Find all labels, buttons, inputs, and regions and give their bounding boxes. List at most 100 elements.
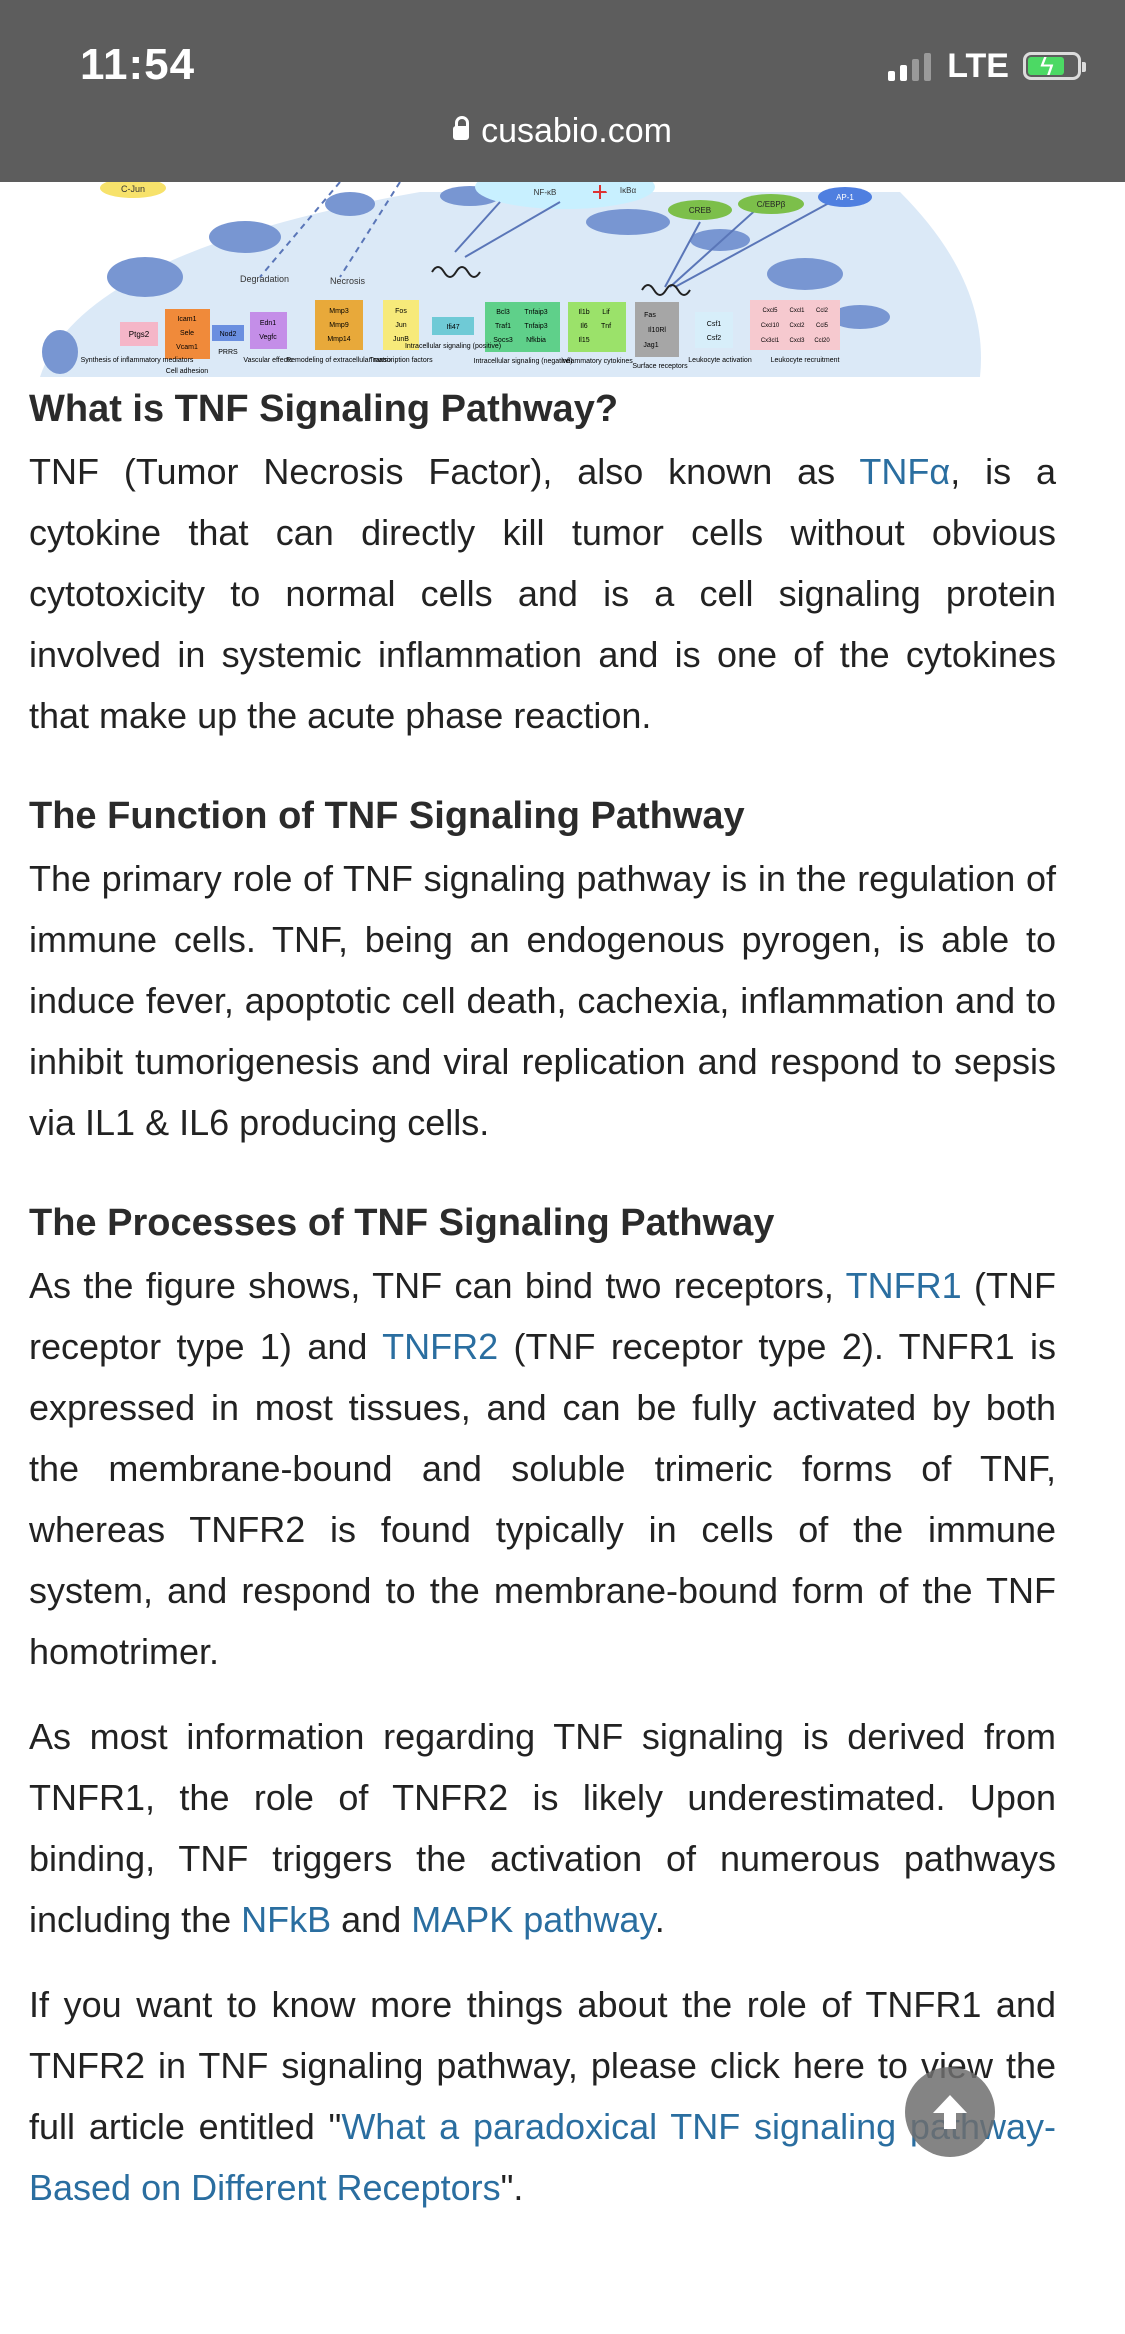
url-bar[interactable]: cusabio.com	[0, 112, 1125, 151]
arrow	[454, 201, 501, 253]
gene-box-ifi47	[432, 317, 474, 335]
svg-text:Cxcl1: Cxcl1	[789, 308, 805, 314]
svg-text:Csf1: Csf1	[707, 321, 722, 328]
text: As the figure shows, TNF can bind two re…	[29, 1265, 846, 1306]
arrow	[664, 221, 701, 288]
gene-box-bcl3	[485, 302, 560, 352]
battery-charging-icon: ϟ	[1023, 51, 1086, 81]
text: If you want to know more things about th…	[29, 1984, 1056, 2147]
link-tnfr2[interactable]: TNFR2	[382, 1326, 499, 1367]
gene-box-mmp	[315, 300, 363, 350]
gene-box-il1b	[568, 302, 626, 352]
link-tnfr1[interactable]: TNFR1	[845, 1265, 962, 1306]
membrane-blob	[325, 192, 375, 216]
svg-text:CREB: CREB	[689, 206, 711, 215]
svg-text:NF-κB: NF-κB	[534, 188, 557, 197]
gene-box-edn	[250, 312, 287, 349]
text: , is a cytokine that can directly kill t…	[29, 451, 1057, 736]
paragraph-function: The primary role of TNF signaling pathwa…	[29, 858, 1056, 1143]
gene-box-csf	[695, 312, 733, 348]
svg-text:Inflammatory cytokines: Inflammatory cytokines	[561, 358, 633, 365]
svg-text:Il10Rl: Il10Rl	[648, 327, 666, 334]
svg-text:Cx3cl1: Cx3cl1	[761, 338, 780, 344]
svg-text:Cxcl3: Cxcl3	[789, 338, 805, 344]
arrow-up-icon	[933, 2095, 967, 2129]
svg-text:Socs3: Socs3	[493, 337, 513, 344]
network-type: LTE	[947, 46, 1009, 85]
svg-text:Il15: Il15	[578, 337, 589, 344]
status-indicators: LTE ϟ	[888, 46, 1086, 86]
membrane-blob	[830, 305, 890, 329]
svg-text:Mmp14: Mmp14	[327, 336, 350, 343]
svg-text:Ccl20: Ccl20	[814, 338, 830, 344]
svg-text:Leukocyte recruitment: Leukocyte recruitment	[771, 357, 840, 364]
svg-text:Fas: Fas	[644, 312, 656, 319]
svg-text:Degradation: Degradation	[240, 274, 289, 284]
svg-text:Cell adhesion: Cell adhesion	[166, 368, 209, 375]
svg-text:Ifi47: Ifi47	[446, 324, 459, 331]
section-heading-processes: The Processes of TNF Signaling Pathway	[29, 1202, 775, 1244]
paragraph-processes-1: As the figure shows, TNF can bind two re…	[29, 1255, 1056, 1682]
membrane-blob	[42, 330, 78, 374]
text: and	[331, 1899, 412, 1940]
url-domain: cusabio.com	[481, 112, 672, 150]
gene-box-fas	[635, 302, 679, 357]
membrane-blob	[690, 229, 750, 251]
svg-text:Vascular effects: Vascular effects	[243, 357, 293, 364]
svg-text:C/EBPβ: C/EBPβ	[757, 200, 786, 209]
svg-text:Surface receptors: Surface receptors	[632, 363, 688, 370]
paragraph-processes-3: If you want to know more things about th…	[29, 1974, 1056, 2218]
gene-box-cxcl	[750, 300, 840, 350]
arrow	[259, 182, 341, 278]
arrow	[674, 196, 841, 288]
tnf-pathway-figure: C-Jun NF-κB IκBα CREB C/EBPβ AP-1 Degrad…	[0, 182, 1125, 377]
text: ".	[500, 2167, 524, 2208]
nfkb-node	[515, 183, 575, 201]
svg-text:Jag1: Jag1	[643, 342, 658, 349]
c-jun-node	[100, 182, 166, 198]
ap1-node	[818, 187, 872, 207]
svg-text:Tnfaip3: Tnfaip3	[524, 323, 547, 330]
dna-icon	[431, 266, 481, 278]
pathway-diagram: C-Jun NF-κB IκBα CREB C/EBPβ AP-1 Degrad…	[40, 182, 981, 377]
section-heading-function: The Function of TNF Signaling Pathway	[29, 795, 745, 837]
section-heading-what-is: What is TNF Signaling Pathway?	[29, 388, 619, 430]
status-time: 11:54	[80, 40, 196, 89]
back-to-top-button[interactable]	[905, 2067, 995, 2157]
svg-text:Necrosis: Necrosis	[330, 276, 366, 286]
svg-text:Ccl5: Ccl5	[816, 323, 829, 329]
browser-top-bar: 11:54 LTE ϟ cusabio.com	[0, 0, 1125, 182]
text: (TNF receptor type 1) and	[29, 1265, 1057, 1367]
svg-text:Il1b: Il1b	[578, 309, 589, 316]
svg-text:Intracellular signaling (negat: Intracellular signaling (negative)	[474, 358, 573, 365]
text: TNF (Tumor Necrosis Factor), also known …	[29, 451, 860, 492]
svg-text:Cxcl5: Cxcl5	[762, 308, 778, 314]
membrane-blob	[107, 257, 183, 297]
gene-box-icam	[165, 309, 210, 359]
membrane-blob	[586, 209, 670, 235]
svg-text:PRRS: PRRS	[218, 349, 238, 356]
svg-text:Remodeling of extracellular ma: Remodeling of extracellular matrix	[286, 357, 392, 364]
svg-text:Cxcl10: Cxcl10	[761, 323, 780, 329]
svg-text:Icam1: Icam1	[177, 316, 196, 323]
arrow	[339, 182, 401, 278]
arrow	[464, 201, 561, 258]
svg-text:Nfkbia: Nfkbia	[526, 337, 546, 344]
link-tnfa[interactable]: TNFα	[859, 451, 951, 492]
svg-text:Tnf: Tnf	[601, 323, 611, 330]
link-nfkb[interactable]: NFkB	[241, 1899, 332, 1940]
svg-text:IκBα: IκBα	[620, 186, 637, 195]
svg-text:Intracellular signaling (posit: Intracellular signaling (positive)	[405, 343, 501, 350]
membrane-blob	[209, 221, 281, 253]
svg-text:Synthesis of inflammatory medi: Synthesis of inflammatory mediators	[81, 357, 194, 364]
svg-text:Jun: Jun	[395, 322, 406, 329]
svg-text:Cxcl2: Cxcl2	[789, 323, 805, 329]
svg-text:Bcl3: Bcl3	[496, 309, 510, 316]
svg-text:AP-1: AP-1	[836, 193, 854, 202]
svg-text:Nod2: Nod2	[220, 331, 237, 338]
svg-text:Il6: Il6	[580, 323, 588, 330]
svg-text:Mmp9: Mmp9	[329, 322, 349, 329]
text: (TNF receptor type 2). TNFR1 is expresse…	[29, 1326, 1057, 1672]
link-mapk-pathway[interactable]: MAPK pathway	[411, 1899, 655, 1940]
svg-text:Ccl2: Ccl2	[816, 308, 829, 314]
